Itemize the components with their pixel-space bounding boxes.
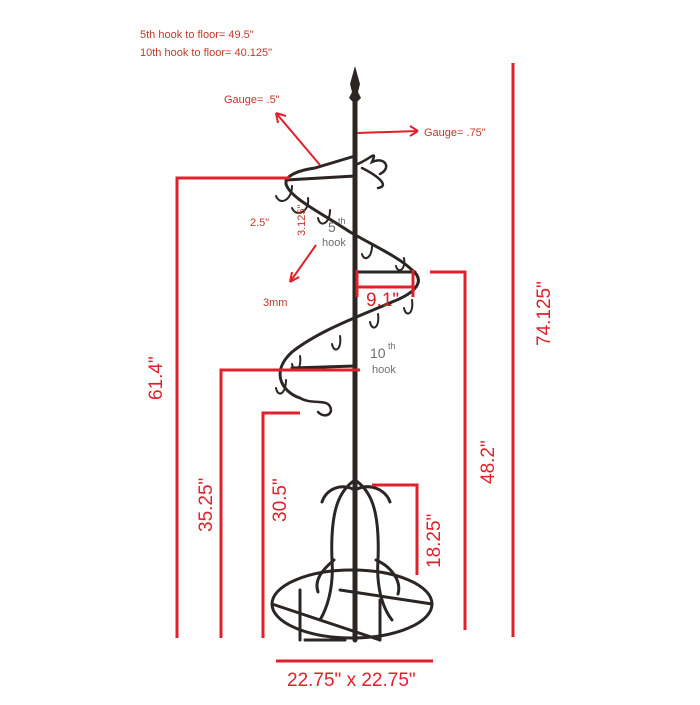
rack-illustration [270, 66, 434, 643]
gauge-top-label: Gauge= .5" [224, 94, 280, 106]
gauge-pole-label: Gauge= .75" [424, 127, 486, 139]
dim-arm-width: 9.1" [366, 290, 399, 311]
bottom-scroll [298, 396, 333, 417]
note-hook5-to-floor: 5th hook to floor= 49.5" [140, 29, 254, 41]
dim-line-35 [219, 368, 360, 638]
finial-icon [349, 66, 361, 104]
dim-line-48 [430, 270, 467, 630]
dim-line-base-leg [372, 483, 419, 575]
lower-brace [290, 364, 357, 370]
hook5-number: 5 [328, 219, 336, 235]
spiral-top-arm [284, 174, 357, 182]
wire-gauge-label: 3mm [263, 297, 287, 309]
dim-line-30 [261, 411, 300, 638]
hook-spacing-label: 2.5" [250, 217, 269, 229]
dim-height-30: 30.5" [270, 478, 291, 522]
top-scroll [353, 154, 388, 190]
hook5-suffix: th [338, 216, 346, 226]
dim-height-74: 74.125" [534, 281, 555, 346]
hook10-number: 10 [370, 345, 386, 361]
dim-base-leg: 18.25" [424, 514, 445, 568]
note-hook10-to-floor: 10th hook to floor= 40.125" [140, 47, 272, 59]
dim-base-size: 22.75" x 22.75" [287, 670, 416, 691]
dim-height-35: 35.25" [196, 478, 217, 532]
dimension-lines [175, 63, 515, 663]
hook-length-label: 3.125" [296, 204, 308, 236]
hook5-word: hook [322, 237, 346, 249]
hook10-suffix: th [388, 341, 396, 351]
dim-height-48: 48.2" [478, 440, 499, 484]
gauge-arrows [275, 112, 419, 283]
dim-line-61 [175, 176, 290, 638]
dim-height-61: 61.4" [146, 356, 167, 400]
hook10-word: hook [372, 364, 396, 376]
base [270, 478, 434, 642]
